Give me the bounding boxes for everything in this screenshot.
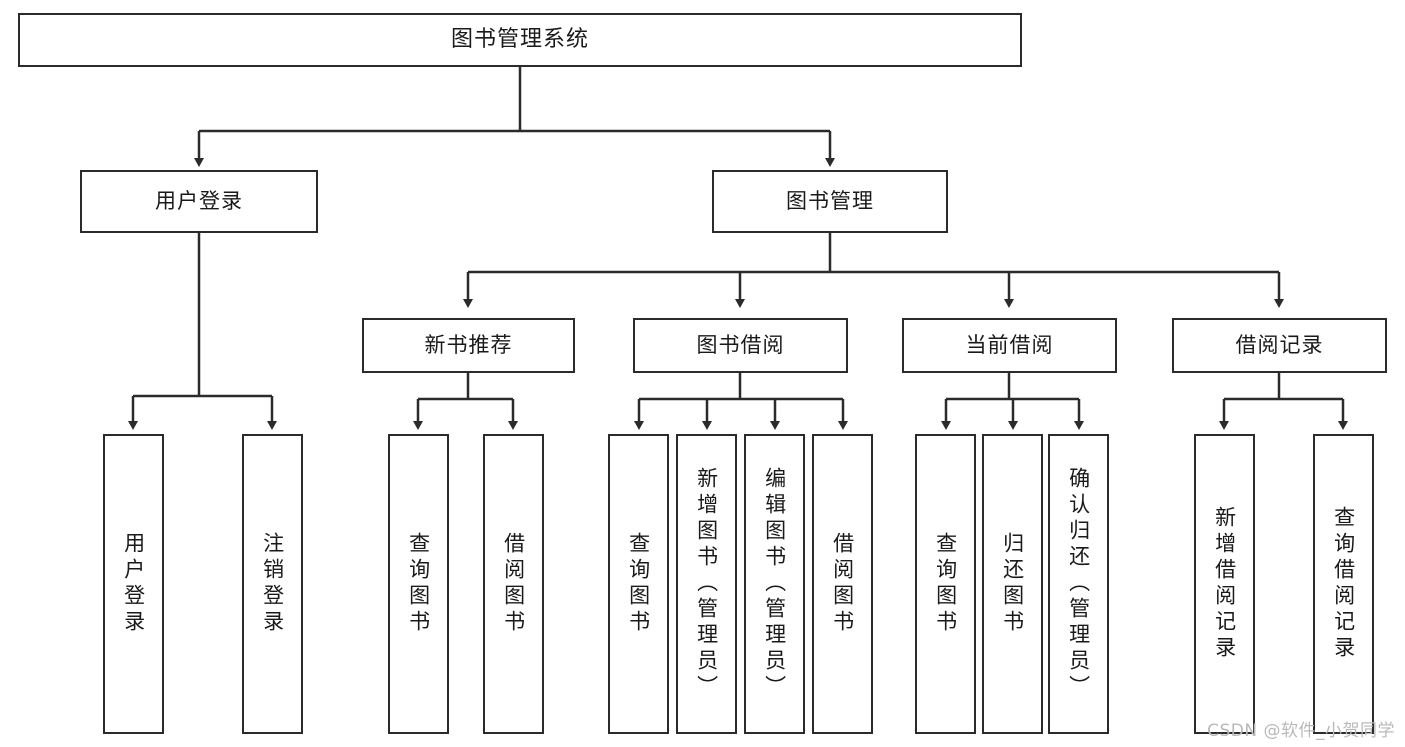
node-borrow-record[interactable]: 借阅记录 [1172,318,1387,373]
node-label: 借阅图书 [501,532,526,636]
node-label: 当前借阅 [965,332,1054,357]
node-label: 新增借阅记录 [1212,506,1237,662]
node-label: 借阅图书 [830,532,855,636]
node-leaf-query-book-current[interactable]: 查询图书 [915,434,976,734]
node-leaf-add-borrow-record[interactable]: 新增借阅记录 [1194,434,1255,734]
node-new-book-recommend[interactable]: 新书推荐 [362,318,575,373]
node-book-manage[interactable]: 图书管理 [712,170,948,233]
node-label: 确认归还（管理员） [1066,467,1091,701]
node-label: 查询图书 [933,532,958,636]
watermark: CSDN @软件_小贺同学 [1207,721,1395,741]
node-leaf-borrow-book[interactable]: 借阅图书 [812,434,873,734]
node-user-login[interactable]: 用户登录 [80,170,318,233]
node-label: 用户登录 [121,532,146,636]
node-label: 归还图书 [1000,532,1025,636]
node-label: 用户登录 [155,188,243,213]
node-book-borrow[interactable]: 图书借阅 [633,318,848,373]
node-leaf-add-book[interactable]: 新增图书（管理员） [676,434,737,734]
node-root-book-management-system[interactable]: 图书管理系统 [18,13,1022,67]
node-label: 图书管理系统 [450,26,589,52]
node-label: 查询借阅记录 [1331,506,1356,662]
node-leaf-confirm-return[interactable]: 确认归还（管理员） [1048,434,1109,734]
node-label: 编辑图书（管理员） [762,467,787,701]
node-label: 查询图书 [406,532,431,636]
node-current-borrow[interactable]: 当前借阅 [902,318,1117,373]
node-label: 图书管理 [786,188,874,213]
node-leaf-query-book-borrow[interactable]: 查询图书 [608,434,669,734]
node-label: 新增图书（管理员） [694,467,719,701]
node-leaf-user-logout[interactable]: 注销登录 [242,434,303,734]
node-label: 新书推荐 [424,332,513,357]
node-label: 查询图书 [626,532,651,636]
node-leaf-return-book[interactable]: 归还图书 [982,434,1043,734]
node-label: 借阅记录 [1235,332,1324,357]
node-leaf-query-borrow-record[interactable]: 查询借阅记录 [1313,434,1374,734]
node-leaf-edit-book[interactable]: 编辑图书（管理员） [744,434,805,734]
node-label: 注销登录 [260,532,285,636]
node-leaf-borrow-book-recommend[interactable]: 借阅图书 [483,434,544,734]
node-label: 图书借阅 [696,332,785,357]
node-leaf-user-login[interactable]: 用户登录 [103,434,164,734]
node-leaf-query-book-recommend[interactable]: 查询图书 [388,434,449,734]
